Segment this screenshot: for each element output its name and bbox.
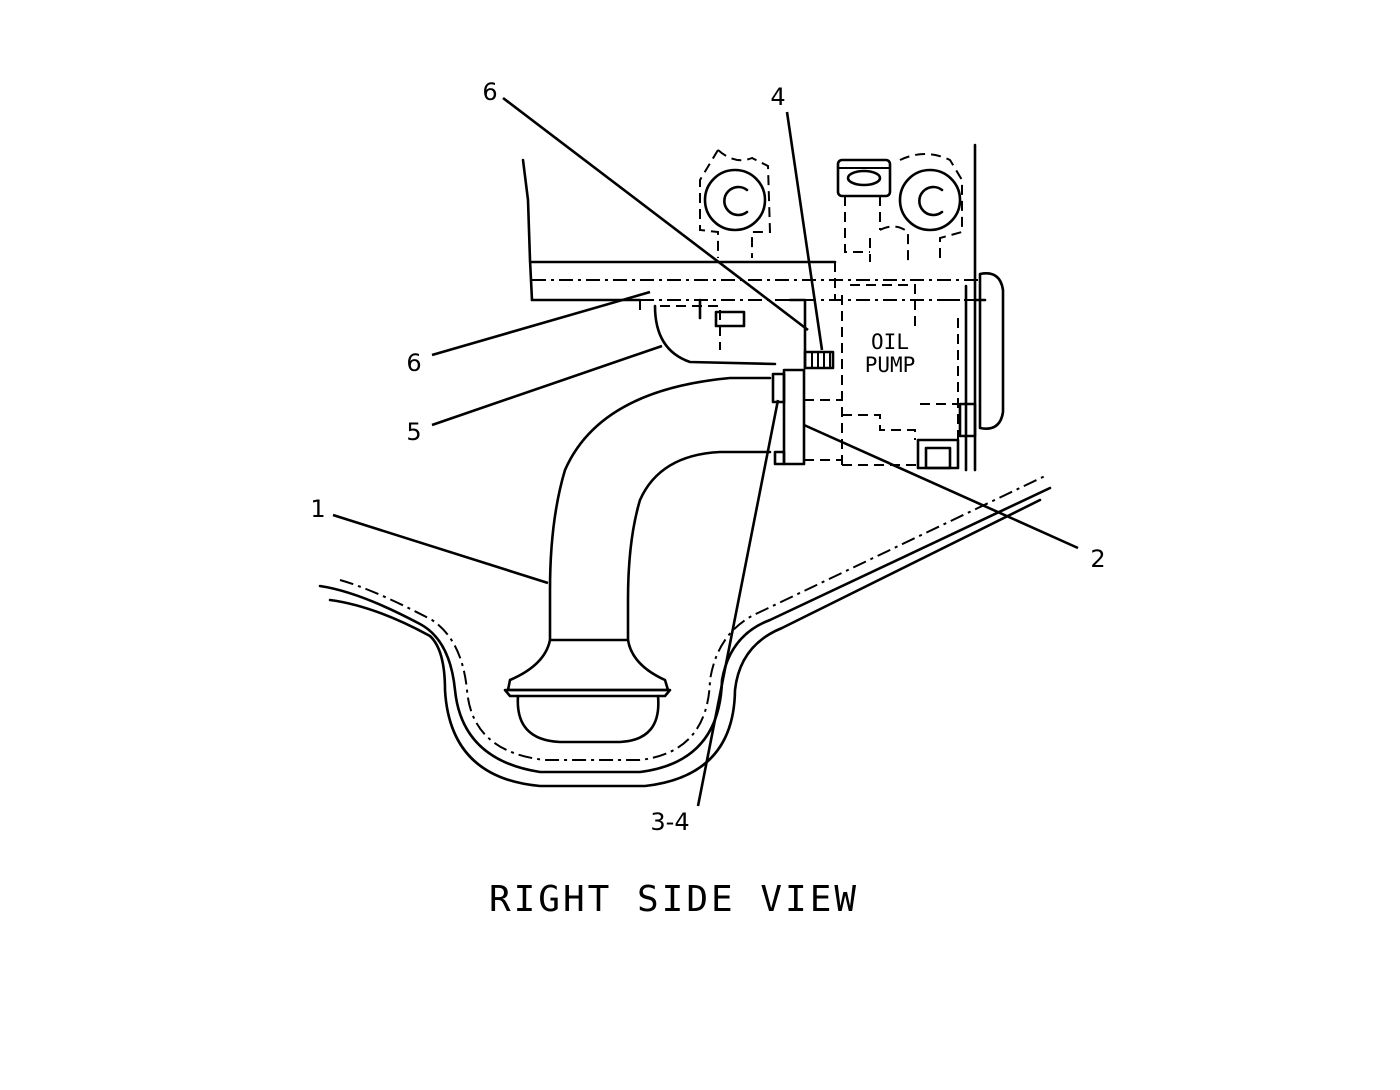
pipe-elbow bbox=[653, 304, 777, 366]
leader-6-top bbox=[502, 96, 809, 332]
suction-tube bbox=[548, 376, 772, 642]
flange-plate bbox=[771, 368, 842, 466]
callout-6-top: 6 bbox=[482, 78, 497, 106]
oil-pan bbox=[318, 475, 1052, 788]
mounting-bracket bbox=[639, 298, 835, 370]
leader-2 bbox=[803, 423, 1079, 550]
engine-block-outline bbox=[521, 143, 980, 472]
upper-casting-left bbox=[699, 149, 772, 258]
callout-2: 2 bbox=[1090, 545, 1105, 573]
callout-3-4: 3-4 bbox=[650, 808, 689, 836]
leader-1 bbox=[332, 513, 549, 585]
callout-1: 1 bbox=[310, 495, 325, 523]
leader-4 bbox=[785, 111, 824, 351]
oil-strainer bbox=[503, 638, 672, 744]
oil-pump-label-line2: PUMP bbox=[865, 353, 916, 377]
leader-3-4 bbox=[696, 399, 780, 807]
upper-casting-right bbox=[869, 153, 963, 262]
view-title: RIGHT SIDE VIEW bbox=[489, 879, 859, 920]
oil-pump-label-line1: OIL bbox=[871, 330, 909, 354]
leader-5 bbox=[431, 344, 663, 427]
callout-4: 4 bbox=[770, 83, 785, 111]
callout-5: 5 bbox=[406, 418, 421, 446]
oil-pump-body bbox=[841, 272, 1005, 472]
callout-6-mid: 6 bbox=[406, 349, 421, 377]
leader-6-mid bbox=[431, 290, 651, 357]
top-fitting bbox=[836, 158, 892, 253]
leader-lines bbox=[332, 96, 1079, 807]
